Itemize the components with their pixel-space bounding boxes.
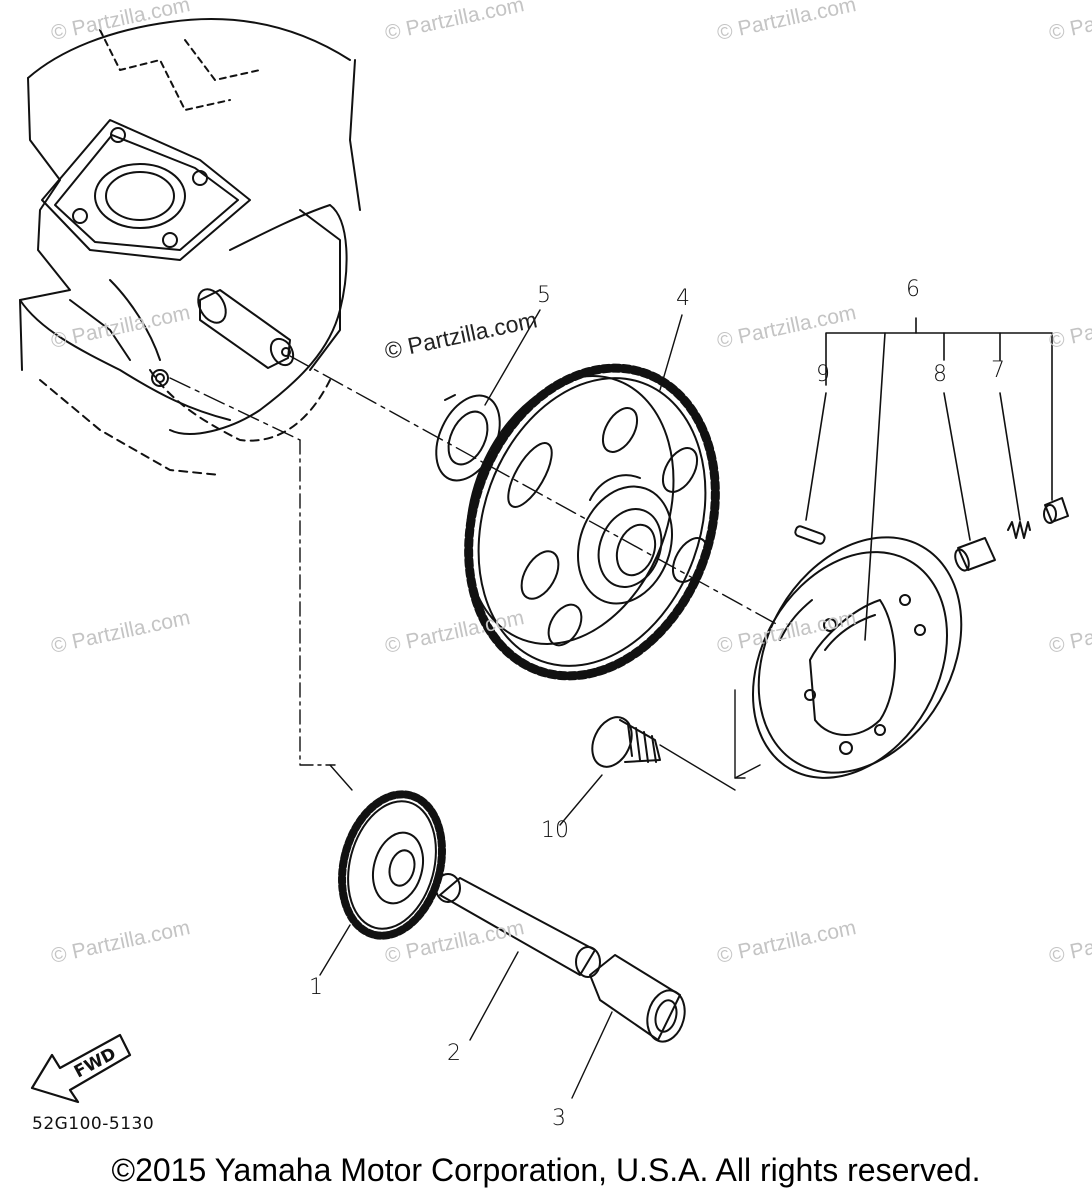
part-6-cap (1043, 497, 1069, 524)
part-10-bolt (559, 716, 661, 826)
callout-9: 9 (816, 362, 830, 387)
part-6-starter-clutch (752, 536, 963, 779)
part-1-small-gear (319, 790, 446, 976)
callout-5: 5 (537, 283, 551, 308)
part-2-shaft (435, 873, 601, 1041)
leader-guide-lines (299, 439, 761, 791)
part-6-bracket (805, 317, 1053, 641)
copyright-notice: ©2015 Yamaha Motor Corporation, U.S.A. A… (111, 1152, 981, 1188)
fwd-arrow-icon (30, 1033, 132, 1104)
part-3-bushing (571, 954, 686, 1099)
part-8-roller (954, 537, 996, 572)
callout-7: 7 (991, 358, 1005, 383)
callout-10: 10 (541, 818, 569, 843)
callout-6: 6 (906, 277, 920, 302)
engine-case (19, 18, 361, 476)
part-7-spring (1007, 521, 1031, 539)
callout-4: 4 (676, 286, 690, 311)
part-9-pin (794, 525, 826, 545)
part-4-large-gear (464, 363, 720, 681)
callout-3: 3 (552, 1106, 566, 1131)
callout-8: 8 (933, 362, 947, 387)
diagram-code: 52G100-5130 (32, 1114, 155, 1134)
callout-1: 1 (309, 975, 323, 1000)
callout-2: 2 (447, 1041, 461, 1066)
